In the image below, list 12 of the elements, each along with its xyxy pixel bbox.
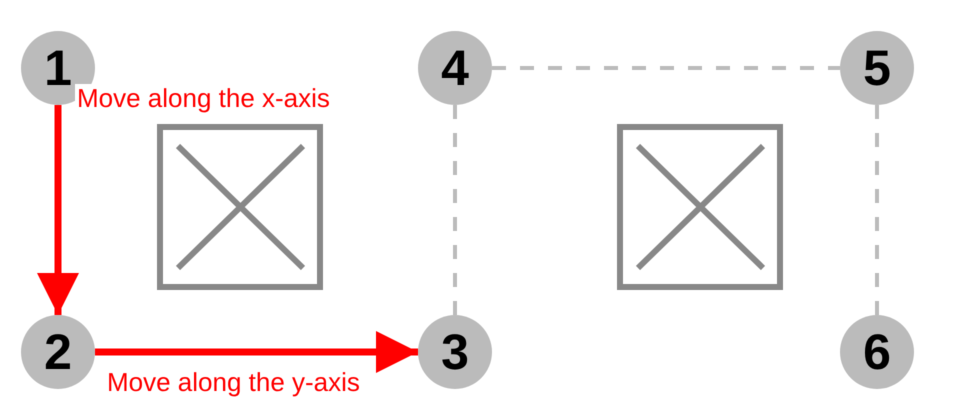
connector-line [453, 105, 457, 315]
connector-line [492, 66, 840, 70]
edge-label: Move along the x-axis [75, 84, 332, 113]
arrow [37, 105, 79, 315]
node-number: 5 [863, 43, 891, 93]
node-number: 2 [44, 327, 72, 377]
node-number: 4 [441, 43, 469, 93]
arrow [95, 331, 418, 373]
connector-line [875, 105, 879, 315]
node-number: 6 [863, 327, 891, 377]
node-number: 3 [441, 327, 469, 377]
node-number: 1 [44, 43, 72, 93]
